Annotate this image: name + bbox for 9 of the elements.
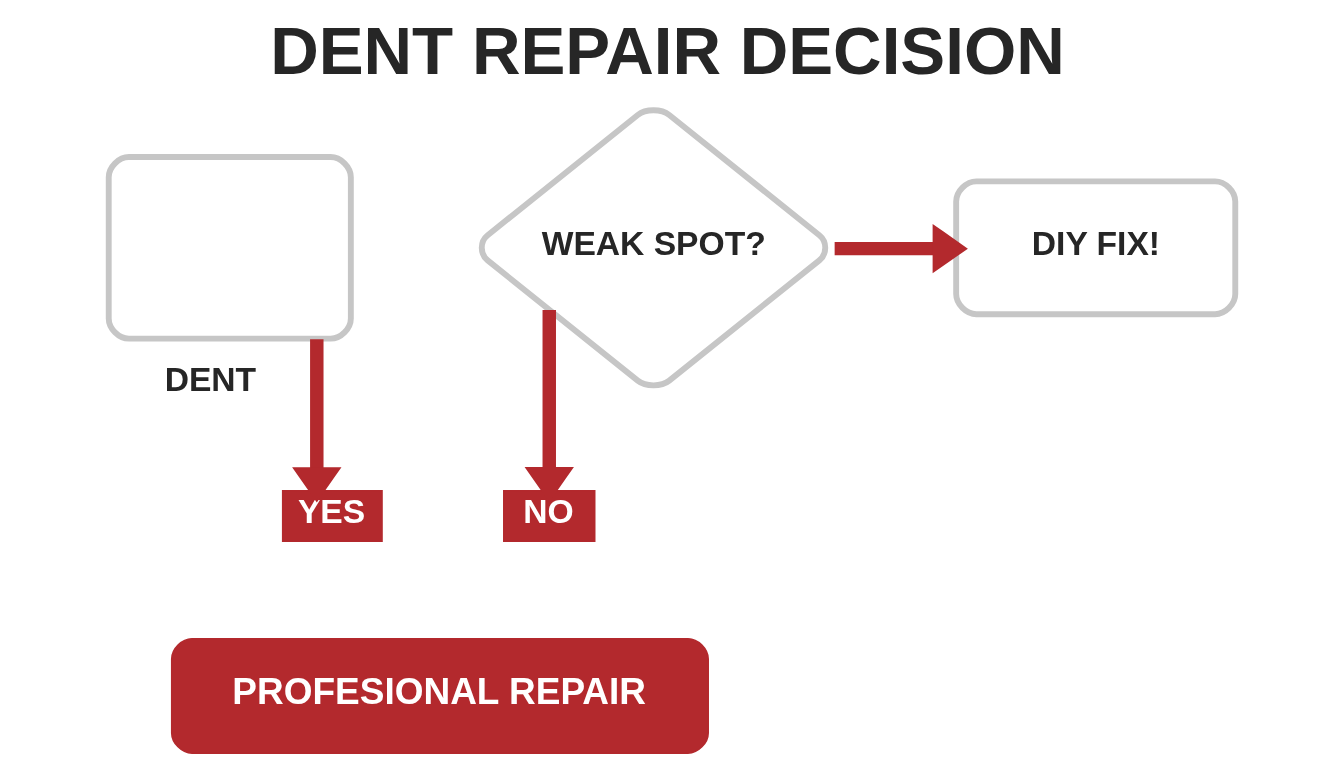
node-box: NO <box>503 489 596 543</box>
node-box: PROFESIONAL REPAIR <box>170 637 709 754</box>
arrow <box>292 339 342 503</box>
node-box: DIY FIX! <box>953 178 1239 318</box>
diagram-title: DENT REPAIR DECISION <box>270 12 1065 88</box>
node-box: YES <box>281 489 383 543</box>
arrow <box>834 223 968 274</box>
edge-label: DENT <box>164 361 257 399</box>
node-box <box>105 154 354 342</box>
